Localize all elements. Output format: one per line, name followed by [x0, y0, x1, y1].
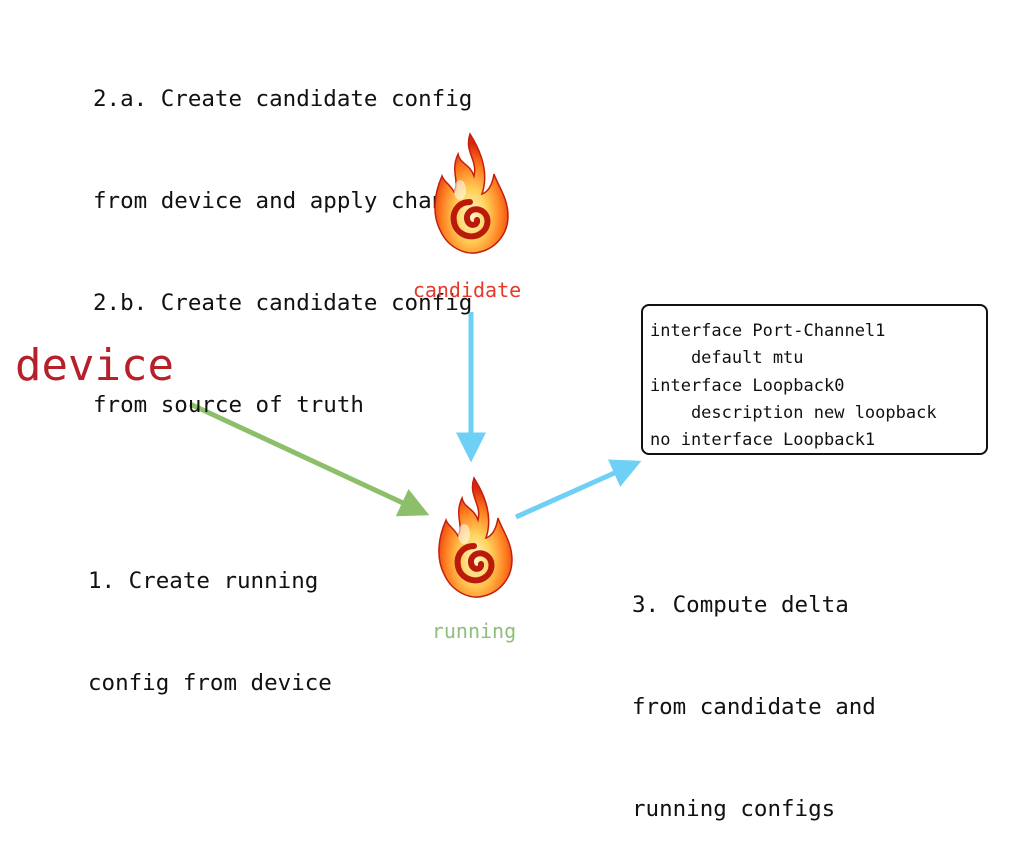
step-3-line: 3. Compute delta	[632, 592, 849, 618]
candidate-label: candidate	[412, 278, 522, 302]
step-1-line: config from device	[88, 670, 332, 696]
delta-line: default mtu	[650, 348, 804, 369]
step-2-text: 2.a. Create candidate config from device…	[93, 14, 486, 456]
step-3-line: from candidate and	[632, 694, 876, 720]
step-2-line: 2.b. Create candidate config	[93, 290, 473, 316]
flame-icon	[438, 476, 513, 598]
flame-icon	[434, 132, 509, 254]
step-1-text: 1. Create running config from device	[88, 496, 332, 734]
delta-line: interface Port-Channel1	[650, 321, 886, 341]
delta-line: no interface Loopback1	[650, 430, 876, 451]
step-2-line: from source of truth	[93, 392, 364, 418]
step-3-text: 3. Compute delta from candidate and runn…	[632, 520, 876, 860]
delta-line: interface Loopback0	[650, 375, 845, 396]
running-to-delta-arrow	[514, 459, 642, 520]
device-label: device	[15, 340, 174, 391]
config-delta-box: interface Port-Channel1 default mtu inte…	[641, 304, 988, 455]
delta-line: description new loopback	[650, 402, 937, 423]
step-1-line: 1. Create running	[88, 568, 319, 594]
step-2-line: from device and apply changes	[93, 188, 486, 214]
step-3-line: running configs	[632, 796, 836, 822]
running-label: running	[431, 619, 517, 643]
step-2-line: 2.a. Create candidate config	[93, 86, 473, 112]
